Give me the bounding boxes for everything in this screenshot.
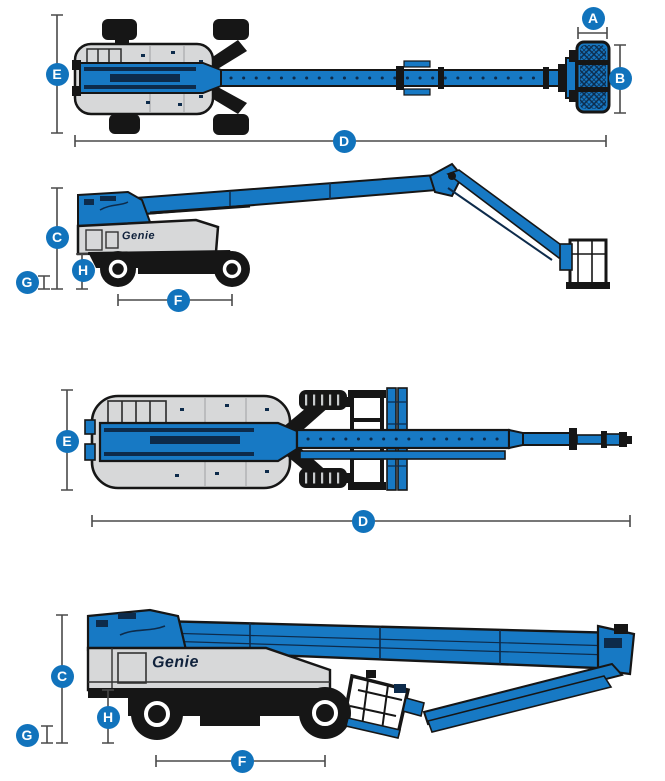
machine-1-top-view	[51, 14, 626, 147]
dim-label-overall-length: D	[332, 129, 356, 153]
dim-label-ground-clearance: G	[15, 270, 39, 294]
brand-logo: Genie	[151, 653, 200, 672]
wheel	[102, 19, 137, 40]
jib-arm	[446, 169, 570, 260]
machine-1-side-view	[38, 162, 610, 306]
brand-logo: Genie	[121, 229, 156, 243]
dim-label-overall-width: E	[45, 62, 69, 86]
wheel	[109, 114, 140, 134]
dim-label-chassis-height: H	[71, 258, 95, 282]
boom-side	[94, 173, 438, 219]
wheel	[213, 114, 249, 135]
wheel	[100, 251, 136, 287]
dim-label-overall-width: E	[55, 429, 79, 453]
machine-2-side-view	[41, 608, 636, 767]
dim-label-ground-clearance: G	[15, 723, 39, 747]
dim-label-overall-length: D	[351, 509, 375, 533]
dim-label-chassis-height: H	[96, 705, 120, 729]
dim-label-wheelbase: F	[166, 288, 190, 312]
dim-label-overall-height: C	[50, 664, 74, 688]
wheel	[131, 688, 183, 740]
wheel	[299, 687, 351, 739]
platform-side	[559, 238, 610, 289]
wheel	[214, 251, 250, 287]
dim-label-platform-width: B	[608, 66, 632, 90]
dimension-line-G	[41, 725, 53, 744]
dim-label-overall-height: C	[45, 225, 69, 249]
machine-2-top-view	[61, 387, 632, 527]
platform-side	[341, 670, 425, 739]
dimension-line-G	[38, 275, 50, 290]
dimension-line-A	[577, 27, 608, 39]
dim-label-wheelbase: F	[230, 749, 254, 773]
wheel	[213, 19, 249, 40]
dim-label-platform-length: A	[581, 6, 605, 30]
machine-body	[86, 646, 332, 692]
machine-body	[76, 218, 220, 256]
